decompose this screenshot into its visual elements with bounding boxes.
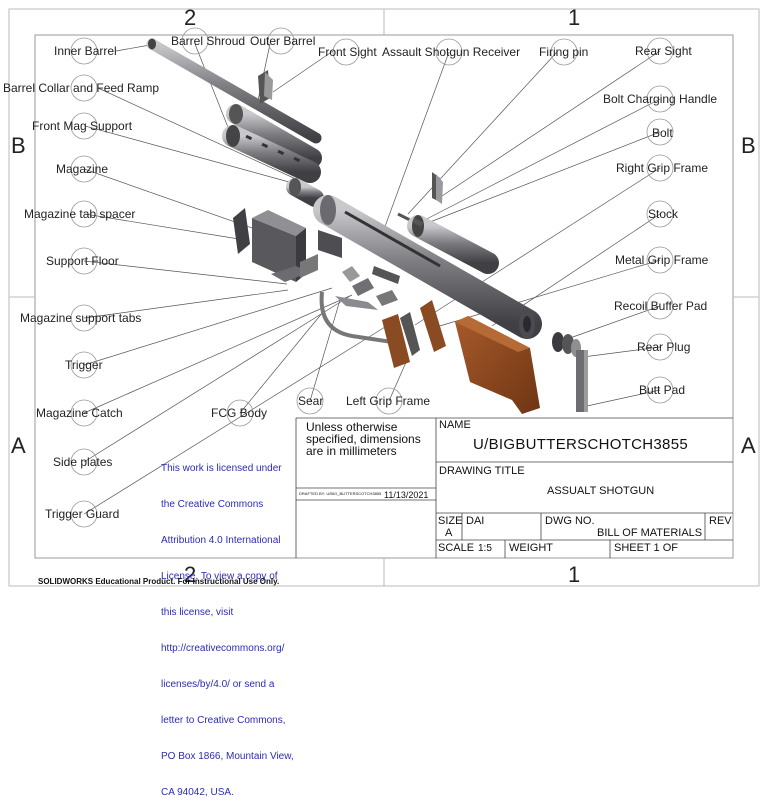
zone-bottom-1: 1 <box>568 562 581 587</box>
balloon-label-receiver: Assault Shotgun Receiver <box>382 45 521 59</box>
balloon-label-front-mag-support: Front Mag Support <box>32 119 133 133</box>
rev-label: REV <box>709 515 732 527</box>
balloon-label-fcg-body: FCG Body <box>211 406 268 420</box>
balloon-label-front-sight: Front Sight <box>318 45 377 59</box>
scale-label: SCALE <box>438 542 475 554</box>
balloon-label-side-plates: Side plates <box>53 455 113 469</box>
zone-right-b: B <box>741 133 756 158</box>
zone-right-a: A <box>741 433 756 458</box>
balloon-label-barrel-collar: Barrel Collar and Feed Ramp <box>3 81 160 95</box>
balloon-label-rear-sight: Rear Sight <box>635 44 692 58</box>
size-value: A <box>445 527 453 539</box>
part-outer-barrel <box>226 104 322 168</box>
weight-label: WEIGHT <box>509 542 553 554</box>
balloon-label-trigger-guard: Trigger Guard <box>45 507 120 521</box>
part-fcg <box>319 266 400 344</box>
scale-value: 1:5 <box>478 543 492 554</box>
zone-top-2: 2 <box>184 5 197 30</box>
dimensions-note: Unless otherwise specified, dimensions a… <box>306 420 421 458</box>
balloon-label-right-grip-frame: Right Grip Frame <box>616 161 709 175</box>
part-bolt <box>407 215 499 274</box>
balloon-label-firing-pin: Firing pin <box>539 45 589 59</box>
balloon-label-butt-pad: Butt Pad <box>639 383 686 397</box>
balloon-label-metal-grip-frame: Metal Grip Frame <box>615 253 709 267</box>
zone-left-b: B <box>11 133 26 158</box>
license-text: This work is licensed under the Creative… <box>161 463 294 798</box>
name-label: NAME <box>439 419 471 431</box>
part-rear-sight <box>432 172 443 204</box>
part-receiver <box>313 195 542 339</box>
part-barrel-collar <box>286 178 324 207</box>
part-firing-pin <box>397 212 411 222</box>
balloon-label-recoil-buffer-pad: Recoil Buffer Pad <box>614 299 708 313</box>
title-block-frame <box>295 417 733 558</box>
drawing-sheet <box>8 8 760 587</box>
sheet-label: SHEET 1 OF <box>614 542 678 554</box>
zone-left-a: A <box>11 433 26 458</box>
part-front-sight <box>258 70 273 104</box>
balloon-label-bolt-charging-handle: Bolt Charging Handle <box>603 92 718 106</box>
dwg-no-label: DWG NO. <box>545 515 595 527</box>
zone-top-1: 1 <box>568 5 581 30</box>
drawing-title-label: DRAWING TITLE <box>439 465 525 477</box>
balloon-label-magazine-support-tabs: Magazine support tabs <box>20 311 142 325</box>
dai-text: DAI <box>466 515 485 527</box>
drafted-by: DRAFTED BY: U/BIG_BUTTERSCOTCH3855 <box>299 491 382 496</box>
balloon-label-trigger: Trigger <box>65 358 103 372</box>
balloon-label-magazine-catch: Magazine Catch <box>36 406 123 420</box>
balloon-label-magazine-tab-spacer: Magazine tab spacer <box>24 207 136 221</box>
part-butt-pad <box>576 350 588 412</box>
balloon-label-left-grip-frame: Left Grip Frame <box>346 394 431 408</box>
part-recoil-buffer <box>552 332 581 357</box>
balloon-label-support-floor: Support Floor <box>46 254 119 268</box>
balloon-label-barrel-shroud: Barrel Shroud <box>171 34 246 48</box>
zone-bottom-2: 2 <box>184 562 197 587</box>
balloon-label-stock: Stock <box>648 207 679 221</box>
balloon-label-sear: Sear <box>298 394 324 408</box>
part-magazine-tab-spacer <box>318 230 342 258</box>
balloon-circles <box>70 27 674 528</box>
drafted-date: 11/13/2021 <box>384 490 429 500</box>
name-value: U/BIGBUTTERSCHOTCH3855 <box>473 436 688 453</box>
size-label: SIZE <box>438 515 463 527</box>
balloon-label-inner-barrel: Inner Barrel <box>54 44 117 58</box>
balloon-label-bolt: Bolt <box>652 126 673 140</box>
balloon-label-outer-barrel: Outer Barrel <box>250 34 316 48</box>
part-grip-frames <box>382 300 446 368</box>
dwg-no-value: BILL OF MATERIALS <box>597 527 703 539</box>
balloon-label-rear-plug: Rear Plug <box>637 340 691 354</box>
balloon-label-magazine: Magazine <box>56 162 109 176</box>
drawing-title-value: ASSUALT SHOTGUN <box>547 485 655 497</box>
part-barrel-shroud <box>222 125 321 183</box>
solidworks-footer: SOLIDWORKS Educational Product. For Inst… <box>38 577 280 586</box>
part-support-tabs <box>300 254 318 278</box>
part-stock <box>455 316 540 414</box>
part-inner-barrel <box>146 38 322 144</box>
